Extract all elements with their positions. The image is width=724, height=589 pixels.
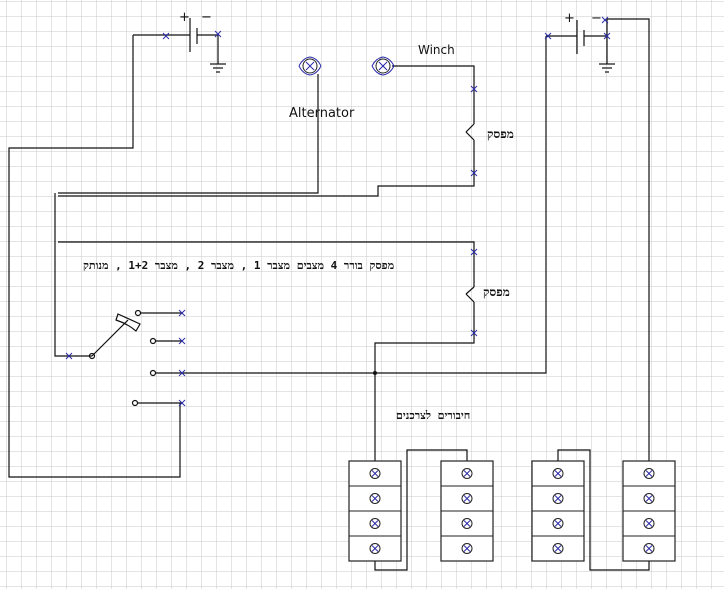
screw-terminal-icon (369, 518, 381, 529)
screw-terminal-icon (461, 518, 473, 529)
switch-1-label: מפסק (487, 127, 514, 141)
selector-switch-symbol (88, 309, 182, 407)
terminal-bank-2 (440, 460, 494, 562)
wire-alternator (58, 74, 319, 194)
winch-label: Winch (418, 43, 455, 57)
screw-terminal-icon (461, 493, 473, 504)
switch-2-symbol (465, 286, 475, 303)
screw-terminal-icon (552, 518, 564, 529)
junction-dot (373, 371, 377, 375)
screw-terminal-icon (369, 543, 381, 554)
wire-switch-2-out (374, 302, 475, 461)
wire-battery1-positive (8, 35, 181, 478)
terminal-bank-1 (348, 460, 402, 562)
screw-terminal-icon (643, 493, 655, 504)
battery-2-minus-sign: − (591, 11, 602, 26)
screw-terminal-icon (552, 468, 564, 479)
wire-switch-2-in (58, 241, 475, 287)
battery-1-minus-sign: − (201, 10, 212, 25)
wire-bank-link-right (557, 449, 650, 571)
battery-1-symbol (133, 18, 226, 73)
screw-terminal-icon (461, 468, 473, 479)
battery-2-symbol (546, 19, 615, 73)
screw-terminal-icon (643, 518, 655, 529)
winch-terminal-icon (371, 56, 395, 76)
screw-terminal-icon (461, 543, 473, 554)
switch-1-symbol (465, 123, 475, 141)
screw-terminal-icon (552, 493, 564, 504)
screw-terminal-icon (643, 468, 655, 479)
battery-1-plus-sign: + (179, 10, 190, 25)
wire-bank-link-left (374, 449, 468, 571)
terminal-banks (348, 460, 676, 562)
screw-terminal-icon (552, 543, 564, 554)
battery-2-plus-sign: + (564, 11, 575, 26)
wire-winch (392, 65, 475, 89)
wire-battery2-negative (607, 18, 650, 461)
alternator-label: Alternator (289, 106, 355, 121)
terminal-bank-4 (622, 460, 676, 562)
wire-battery2-positive (182, 36, 547, 374)
screw-terminal-icon (369, 468, 381, 479)
terminal-markers (65, 16, 611, 407)
screw-terminal-icon (369, 493, 381, 504)
wires (8, 18, 650, 571)
switch-2-label: מפסק (483, 285, 510, 299)
screw-terminal-icon (643, 543, 655, 554)
selector-switch-label: מפסק בורר 4 מצבים מצבר 1 , מצבר 2 , מצבר… (83, 259, 394, 272)
alternator-terminal-icon (298, 56, 322, 76)
wire-selector-common (54, 193, 92, 357)
terminal-bank-3 (531, 460, 585, 562)
consumer-connections-label: חיבורים לצרכנים (396, 409, 470, 422)
